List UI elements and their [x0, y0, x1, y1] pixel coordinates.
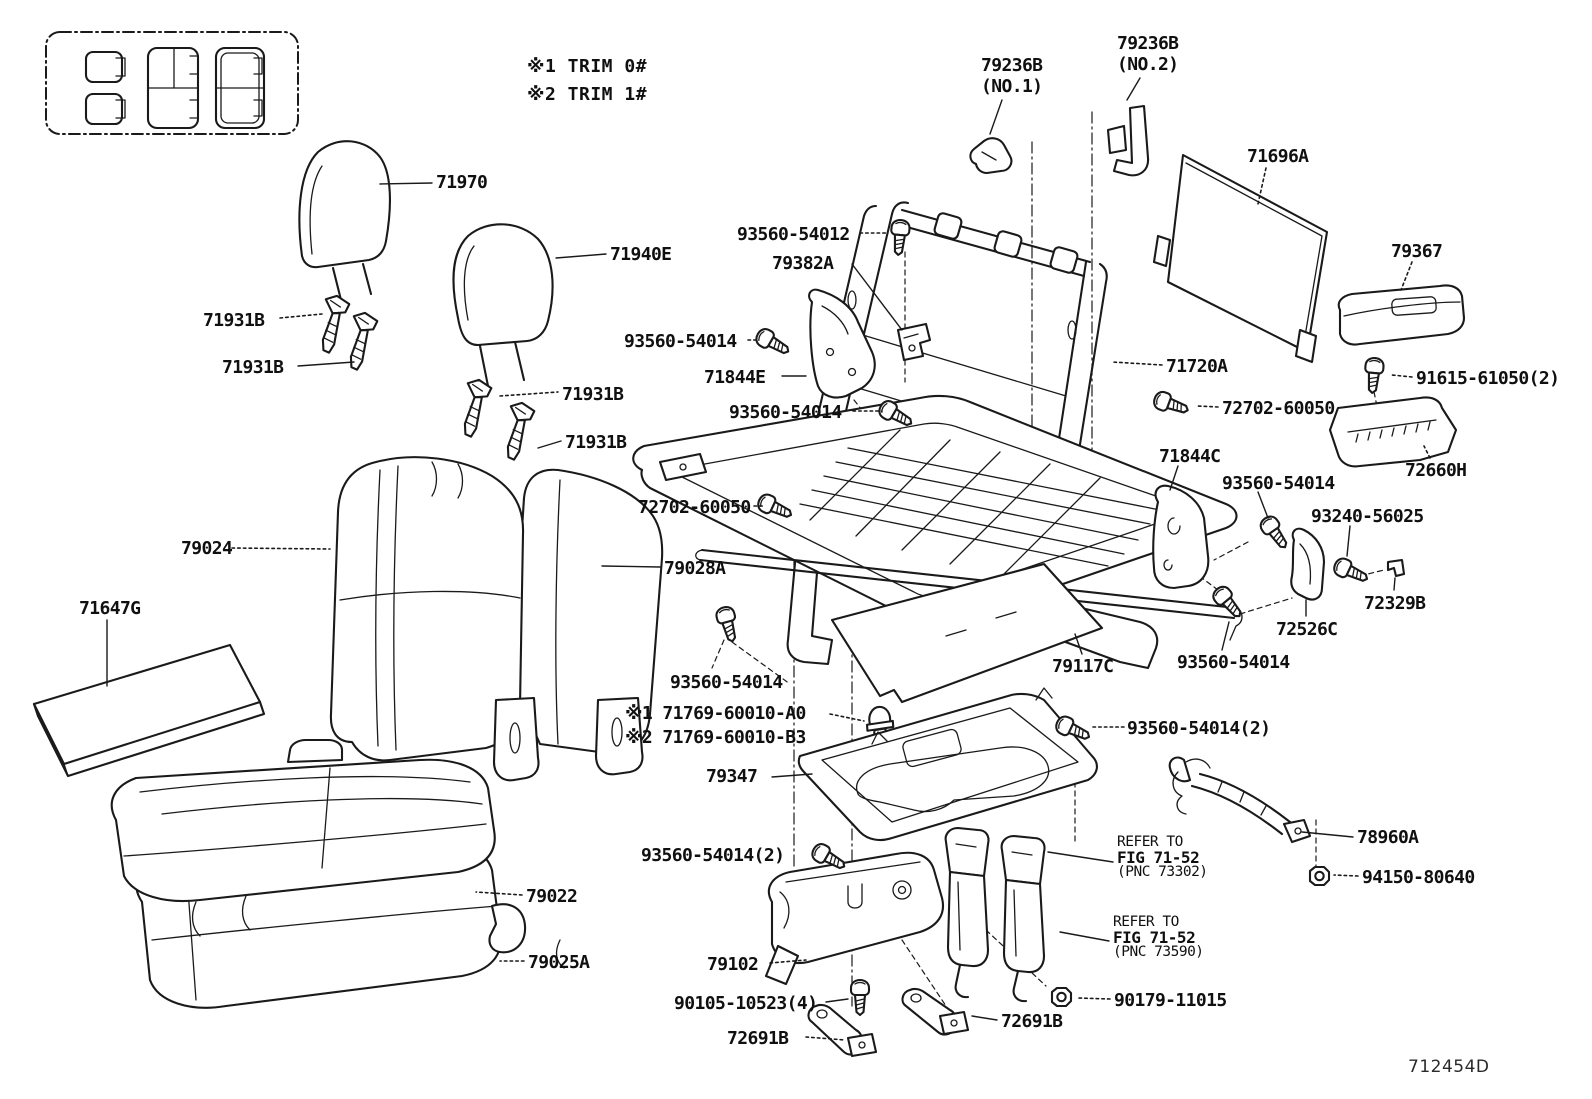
seatback-79028A-drawing [518, 468, 664, 776]
cushion-79022-drawing [110, 738, 496, 937]
part-label-71931B-3: 71931B [562, 384, 624, 405]
part-label-line: 79236B [981, 55, 1043, 76]
part-label-79102: 79102 [707, 954, 759, 975]
part-label-93560-54014-2: 93560-54014 [729, 402, 842, 423]
part-label-71931B-4: 71931B [565, 432, 627, 453]
part-label-72329B: 72329B [1364, 593, 1426, 614]
part-label-79236B-NO1: 79236B(NO.1) [981, 55, 1043, 97]
belt-78960A-drawing [1168, 756, 1312, 844]
part-label-line: REFER TO [1117, 834, 1183, 850]
part-label-79022: 79022 [526, 886, 578, 907]
part-label-71931B-1: 71931B [203, 310, 265, 331]
part-label-line: (PNC 73590) [1113, 944, 1204, 960]
part-label-71696A: 71696A [1247, 146, 1309, 167]
part-label-93560-54014-5: 93560-54014 [670, 672, 783, 693]
part-label-93240-56025: 93240-56025 [1311, 506, 1424, 527]
part-label-93560-54012: 93560-54012 [737, 224, 850, 245]
tray-79367-drawing [1337, 284, 1466, 346]
part-label-79236B-NO2: 79236B(NO.2) [1117, 33, 1179, 75]
part-label-91615-61050: 91615-61050(2) [1416, 368, 1560, 389]
part-label-71940E: 71940E [610, 244, 672, 265]
part-label-79367: 79367 [1391, 241, 1443, 262]
shield-71844C-drawing [1152, 484, 1210, 590]
part-label-line: REFER TO [1113, 914, 1179, 930]
part-label-71769-A0: ※1 71769-60010-A0 [625, 703, 806, 724]
part-label-72702-60050-R: 72702-60050 [1222, 398, 1335, 419]
part-label-79382A: 79382A [772, 253, 834, 274]
part-label-71970: 71970 [436, 172, 488, 193]
part-label-72691B-1: 72691B [727, 1028, 789, 1049]
part-label-line: 79236B [1117, 33, 1179, 54]
shield-71844E-drawing [808, 288, 876, 399]
board-71647G-drawing [32, 643, 266, 778]
headrest-71940E-drawing [452, 223, 554, 388]
cover-79102-drawing [764, 851, 944, 986]
headrest-71970-drawing [298, 140, 391, 302]
part-label-79117C: 79117C [1052, 656, 1114, 677]
clip-79236B-no2-drawing [1106, 104, 1150, 177]
part-label-79028A: 79028A [664, 558, 726, 579]
part-label-71844C: 71844C [1159, 446, 1221, 467]
part-label-79024: 79024 [181, 538, 233, 559]
part-label-71844E: 71844E [704, 367, 766, 388]
part-label-line: (NO.2) [1117, 54, 1179, 75]
part-label-93560-54014-1: 93560-54014 [624, 331, 737, 352]
trim-note-1: ※1 TRIM 0# [527, 56, 648, 77]
part-label-94150-80640: 94150-80640 [1362, 867, 1475, 888]
trim-note-2: ※2 TRIM 1# [527, 84, 648, 105]
clip-72329B-drawing [1386, 558, 1406, 578]
part-label-72691B-2: 72691B [1001, 1011, 1063, 1032]
part-label-93560-54014-7: 93560-54014(2) [641, 845, 785, 866]
figure-code: 712454D [1408, 1057, 1490, 1077]
bracket-79382A-drawing [896, 322, 932, 362]
part-label-line: (PNC 73302) [1117, 864, 1208, 880]
bracket-72660H-drawing [1328, 396, 1458, 468]
part-label-71720A: 71720A [1166, 356, 1228, 377]
belt-buckles-drawing [944, 826, 1046, 1003]
part-label-line: FIG 71-52 [1113, 928, 1196, 947]
part-label-line: (NO.1) [981, 76, 1043, 97]
seatback-79024-drawing [329, 456, 540, 782]
part-label-79025A: 79025A [528, 952, 590, 973]
part-label-93560-54014-3: 93560-54014 [1222, 473, 1335, 494]
cover-72526C-drawing [1290, 527, 1326, 601]
part-label-90105-10523: 90105-10523(4) [674, 993, 818, 1014]
part-label-79347: 79347 [706, 766, 758, 787]
strap-72691B-left-drawing [807, 1003, 878, 1058]
part-label-93560-54014-4: 93560-54014 [1177, 652, 1290, 673]
strap-72691B-right-drawing [901, 987, 970, 1036]
part-label-71769-B3: ※2 71769-60010-B3 [625, 727, 806, 748]
inset-seat-map [45, 31, 299, 135]
tray-79347-drawing [797, 687, 1098, 842]
clip-79236B-no1-drawing [969, 137, 1013, 175]
panel-79117C-drawing [830, 562, 1104, 704]
part-label-71647G: 71647G [79, 598, 141, 619]
part-label-72526C: 72526C [1276, 619, 1338, 640]
part-label-90179-11015: 90179-11015 [1114, 990, 1227, 1011]
part-label-line: FIG 71-52 [1117, 848, 1200, 867]
part-label-78960A: 78960A [1357, 827, 1419, 848]
board-71696A-drawing [1152, 153, 1329, 364]
part-label-72702-60050-L: 72702-60050 [638, 497, 751, 518]
leader-lines [106, 77, 1431, 1041]
part-label-93560-54014-6: 93560-54014(2) [1127, 718, 1271, 739]
part-label-71931B-2: 71931B [222, 357, 284, 378]
part-label-72660H: 72660H [1405, 460, 1467, 481]
